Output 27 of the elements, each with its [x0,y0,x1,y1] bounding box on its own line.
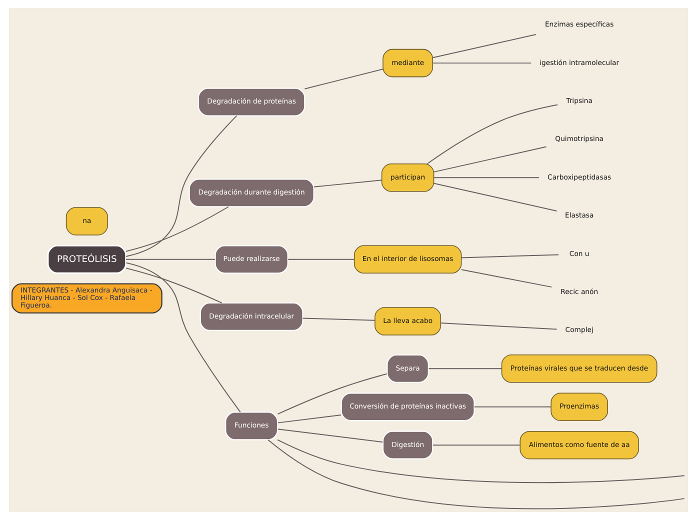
connector [428,368,502,370]
connector [432,62,532,64]
connector [432,444,520,446]
connector [267,439,684,510]
connector [473,406,551,408]
connector [433,182,557,212]
connector [276,439,684,484]
connector [276,428,383,443]
connector [304,68,383,90]
connector [432,34,536,58]
connector [460,269,552,288]
connector [125,262,240,413]
connector [426,104,558,164]
connector [276,373,388,415]
connector [124,258,216,260]
connector [276,414,342,424]
connector [440,322,557,330]
connector [312,180,382,188]
connector [433,177,540,178]
connector [287,258,354,260]
connector [124,115,237,257]
connector [460,254,559,258]
connector [124,206,228,252]
connector [124,268,222,304]
node-box: PROTEÓLISIS [46,244,126,274]
connector [302,318,375,321]
connector [433,146,546,172]
